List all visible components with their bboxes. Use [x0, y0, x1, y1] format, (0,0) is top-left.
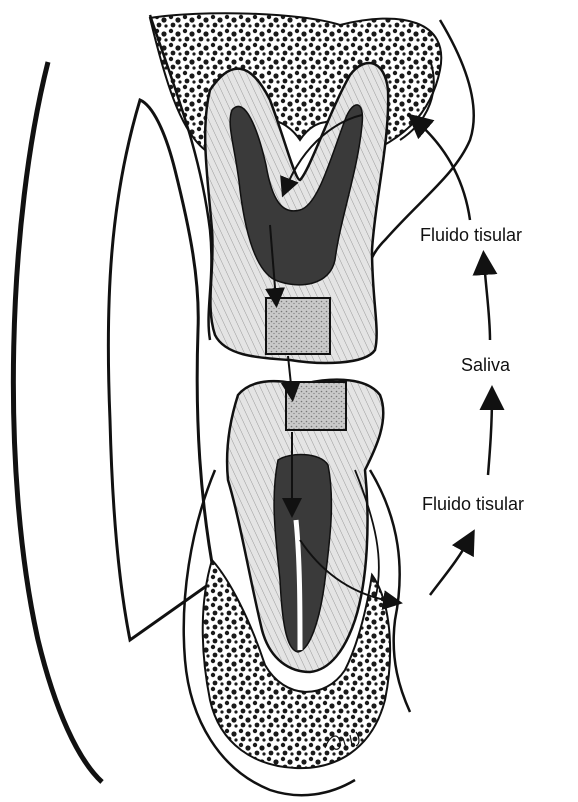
label-saliva: Saliva [459, 355, 512, 376]
upper-restoration [266, 298, 330, 354]
lip-outline [13, 62, 102, 782]
lower-restoration [286, 382, 346, 430]
arrow-lower-fluid-up [430, 538, 470, 595]
arrow-to-upper-bone [415, 120, 470, 220]
arrow-saliva-up [488, 395, 492, 475]
label-lower-tissue-fluid: Fluido tisular [420, 494, 526, 515]
label-upper-tissue-fluid: Fluido tisular [418, 225, 524, 246]
arrow-upper-fluid-up [484, 260, 490, 340]
upper-soft-tissue [108, 100, 215, 640]
upper-bone [150, 13, 441, 150]
